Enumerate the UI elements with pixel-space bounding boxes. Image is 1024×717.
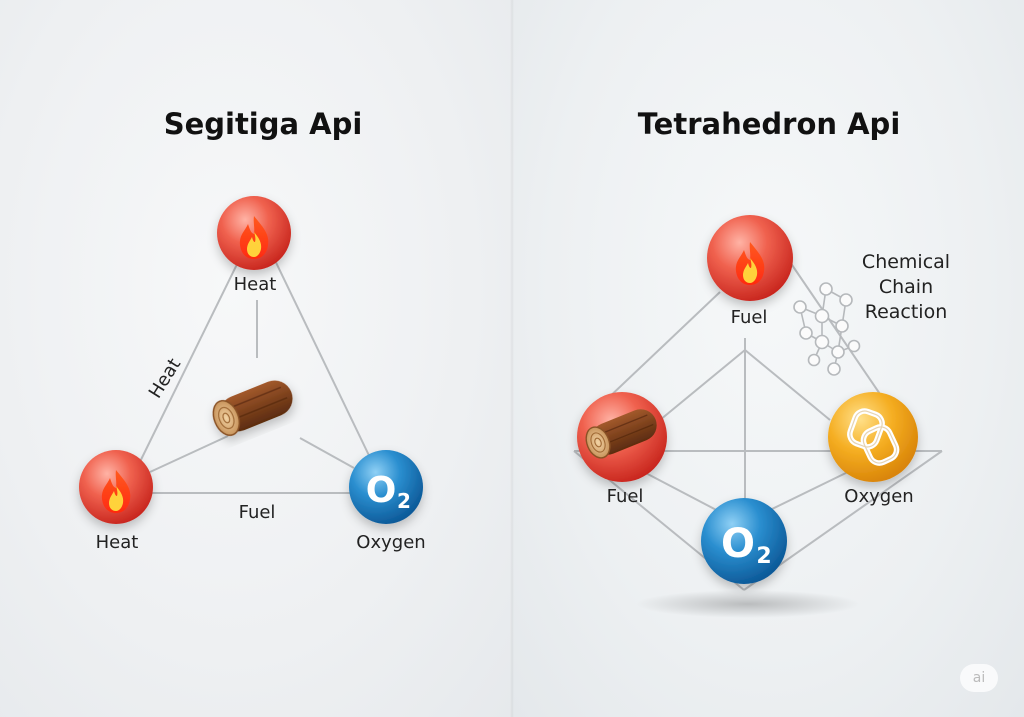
label-chemical-chain-reaction: Chemical Chain Reaction <box>862 250 950 325</box>
chain-sphere-right <box>828 392 918 482</box>
label-oxygen-right: Oxygen <box>844 486 914 507</box>
label-chemical-line1: Chemical <box>861 251 951 273</box>
heat-sphere-top <box>217 196 291 270</box>
watermark-badge: ai <box>960 664 998 692</box>
wood-log-icon <box>585 409 657 459</box>
oxygen-letter: O <box>366 470 397 511</box>
triangle-left-edge <box>131 249 245 479</box>
triangle-center-right <box>299 437 355 469</box>
oxygen-sphere-left: O 2 <box>349 450 423 524</box>
oxygen-sphere-bottom: O 2 <box>701 498 787 584</box>
panel-divider <box>510 0 514 717</box>
label-chemical-line3: Reaction <box>864 301 948 323</box>
triangle-center-left <box>149 435 229 473</box>
oxygen-letter: O <box>721 521 755 567</box>
label-oxygen-left: Oxygen <box>356 532 426 553</box>
tetrahedron-shadow <box>636 590 860 618</box>
heat-sphere-bottom-left <box>79 450 153 524</box>
triangle-right-edge <box>269 249 377 471</box>
label-fuel-left: Fuel <box>606 486 644 507</box>
left-title: Segitiga Api <box>163 107 363 141</box>
fuel-sphere-top <box>707 215 793 301</box>
molecule-icon <box>793 282 861 376</box>
triangle-lines <box>131 249 377 494</box>
label-heat-top: Heat <box>233 274 277 295</box>
oxygen-subscript: 2 <box>397 489 411 513</box>
label-fuel-bottom-edge: Fuel <box>238 502 276 523</box>
label-heat-bottom-left: Heat <box>95 532 139 553</box>
label-fuel-top: Fuel <box>730 307 768 328</box>
wood-log-icon <box>212 380 293 437</box>
oxygen-subscript: 2 <box>756 544 771 569</box>
label-chemical-line2: Chain <box>878 276 934 298</box>
fuel-sphere-left <box>577 392 667 482</box>
right-title: Tetrahedron Api <box>637 107 901 141</box>
left-panel <box>0 0 512 717</box>
